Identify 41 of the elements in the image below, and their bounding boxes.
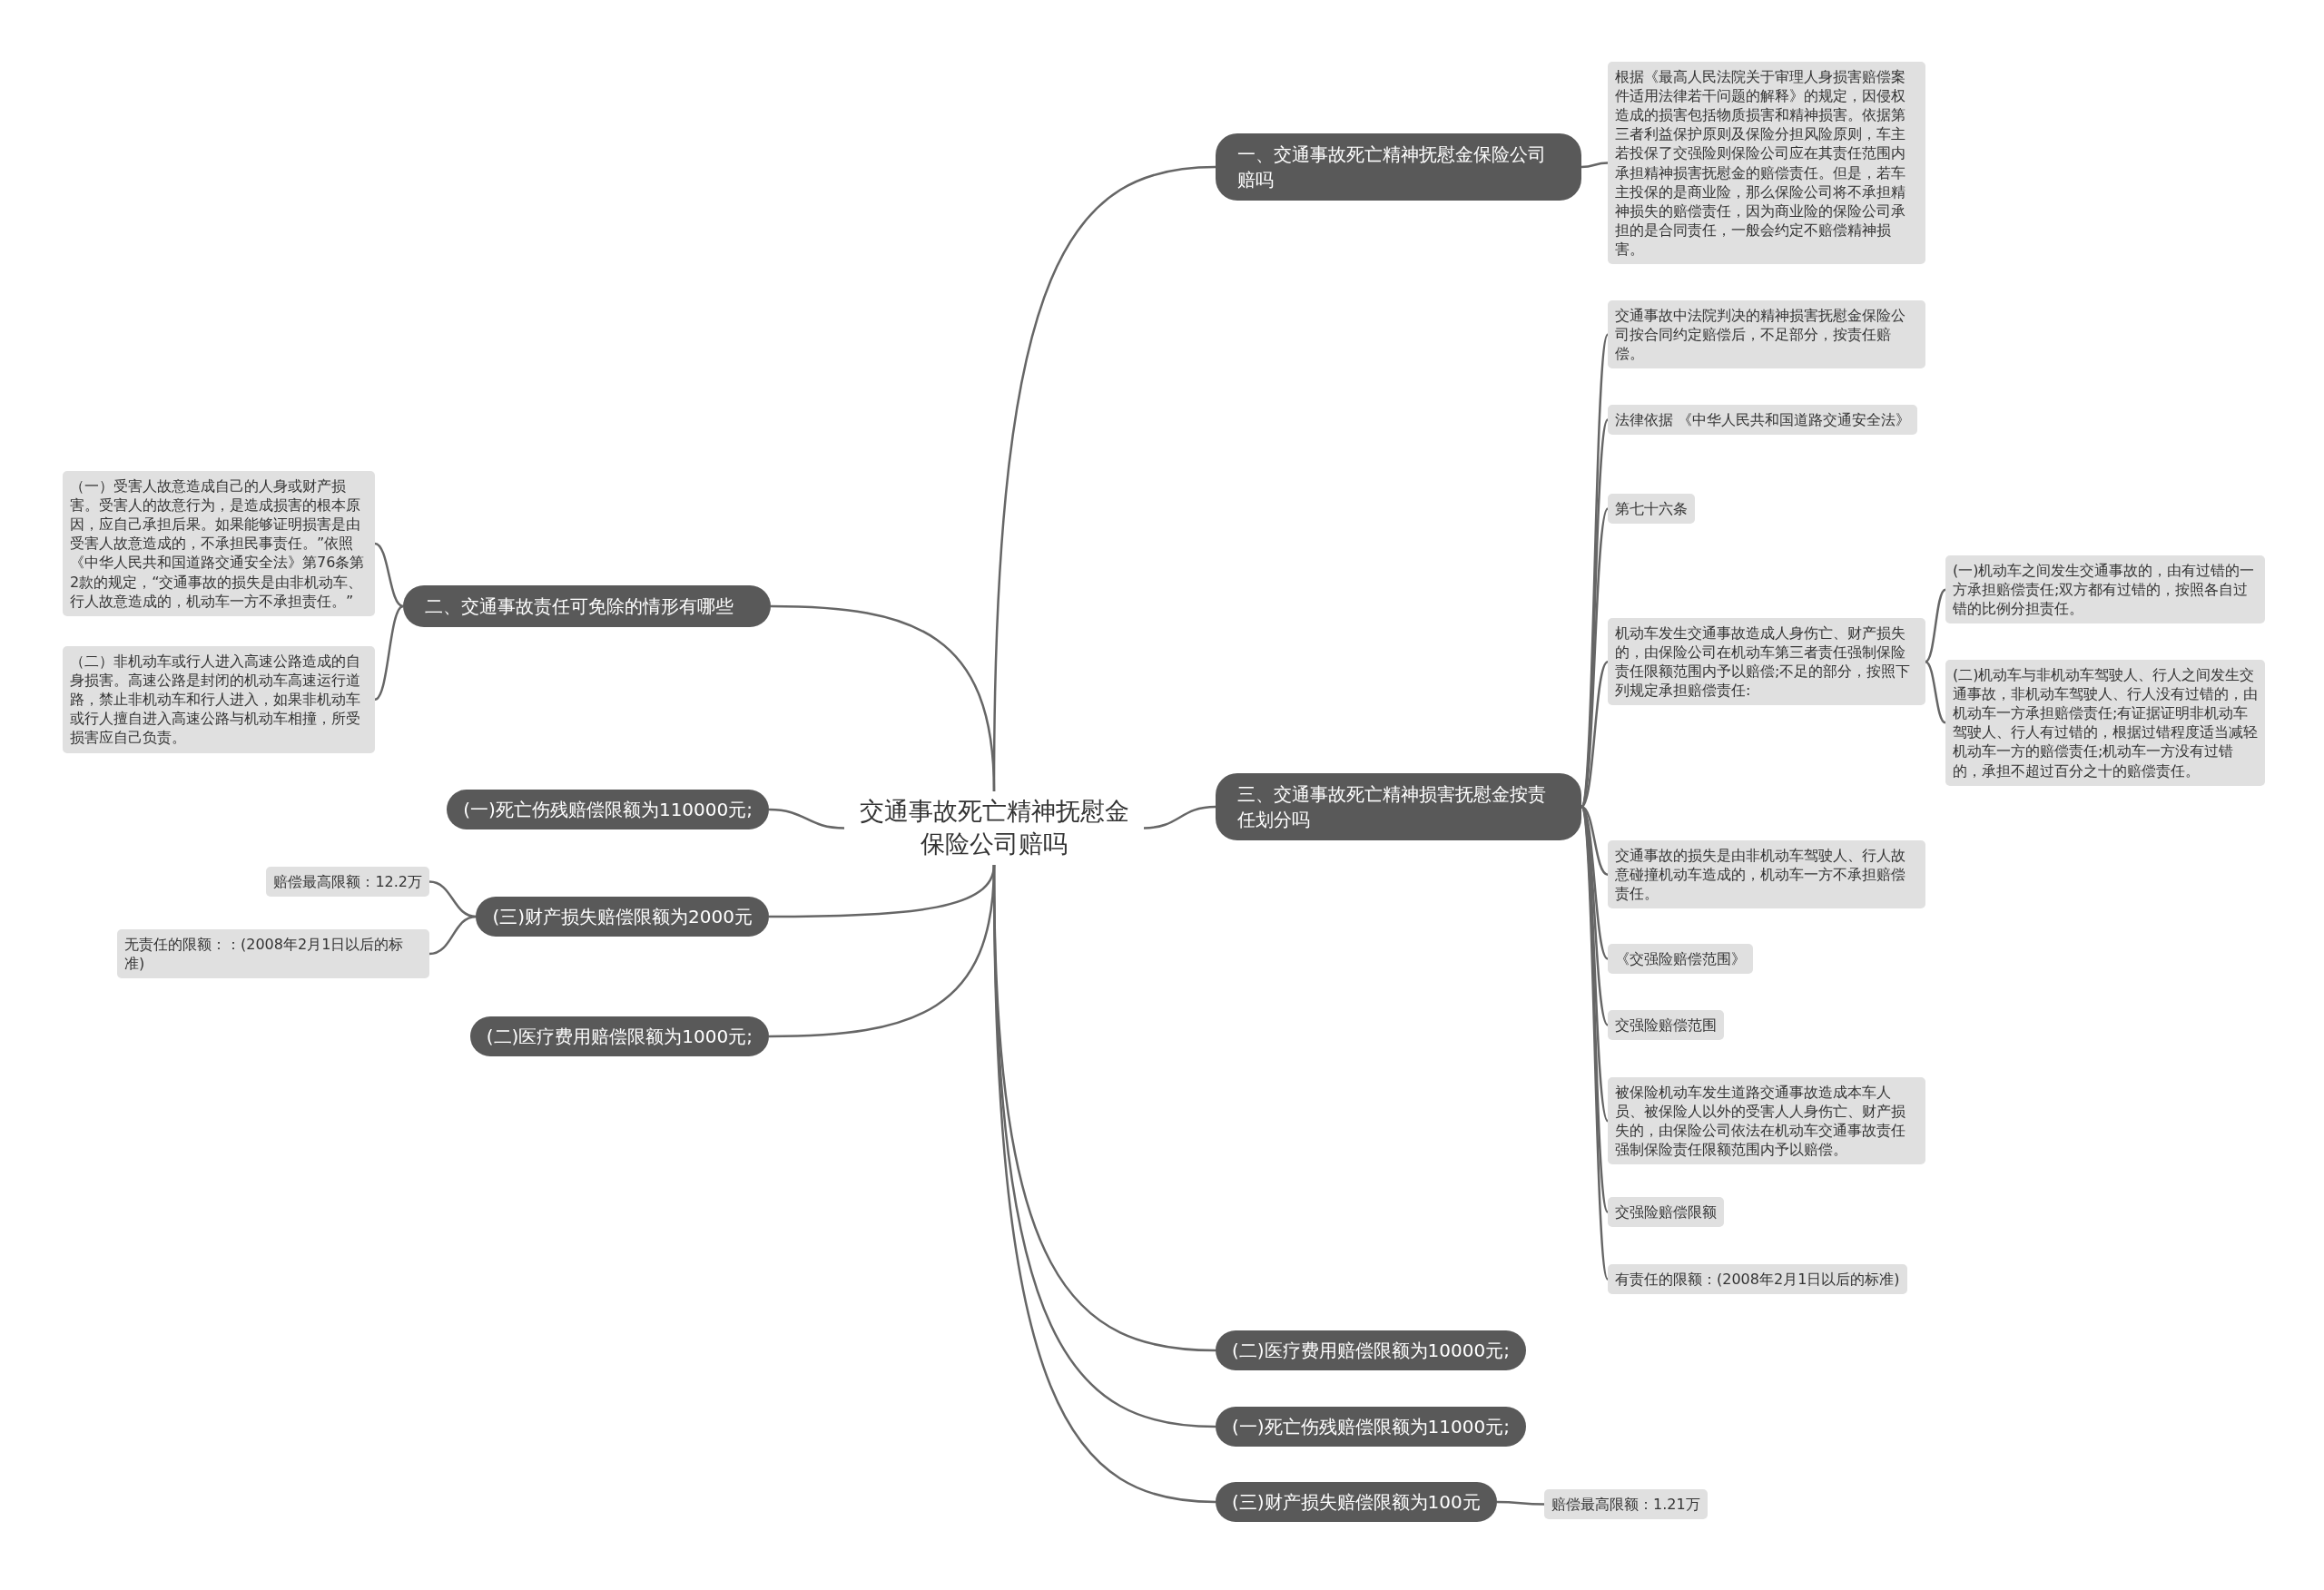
note-card: 无责任的限额：：(2008年2月1日以后的标准) [117,929,429,979]
note-card: 有责任的限额：(2008年2月1日以后的标准) [1608,1264,1907,1295]
note-card: 第七十六条 [1608,494,1695,525]
connector-line [1925,661,1946,724]
connector-line [1581,661,1609,808]
note-card: 赔偿最高限额：12.2万 [266,867,429,898]
connector-line [1925,588,1946,663]
note-card: 交通事故的损失是由非机动车驾驶人、行人故意碰撞机动车造成的，机动车一方不承担赔偿责任。 [1608,840,1925,909]
note-card: （一）受害人故意造成自己的人身或财产损害。受害人的故意行为，是造成损害的根本原因，应自己承担后果。如果能够证明损害是由受害人故意造成的，不承担民事责任。”依照《中华人民共和国道路交通安全法》第76条第2款的规定，“交通事故的损失是由非机动车、行人故意造成的，机动车一方不承担责任。” [63,471,375,616]
note-card: (二)机动车与非机动车驾驶人、行人之间发生交通事故，非机动车驾驶人、行人没有过错的，由机动车一方承担赔偿责任;有证据证明非机动车驾驶人、行人有过错的，根据过错程度适当减轻机动车一方的赔偿责任;机动车一方没有过错的，承担不超过百分之十的赔偿责任。 [1945,660,2265,786]
note-card: 《交强险赔偿范围》 [1608,944,1753,975]
connector-line [428,915,477,956]
note-card: 机动车发生交通事故造成人身伤亡、财产损失的，由保险公司在机动车第三者责任强制保险责任限额范围内予以赔偿;不足的部分，按照下列规定承担赔偿责任: [1608,618,1925,706]
topic-pill: 一、交通事故死亡精神抚慰金保险公司赔吗 [1216,133,1581,201]
central-topic: 交通事故死亡精神抚慰金保险公司赔吗 [844,791,1144,865]
note-card: 被保险机动车发生道路交通事故造成本车人员、被保险人以外的受害人人身伤亡、财产损失的，由保险公司依法在机动车交通事故责任强制保险责任限额范围内予以赔偿。 [1608,1077,1925,1165]
connector-line [1496,1500,1544,1506]
note-card: 交强险赔偿限额 [1608,1197,1724,1228]
note-card: 交通事故中法院判决的精神损害抚慰金保险公司按合同约定赔偿后，不足部分，按责任赔偿。 [1608,300,1925,369]
connector-line [374,604,404,701]
topic-pill: 二、交通事故责任可免除的情形有哪些 [403,585,771,627]
connector-line [1581,162,1609,169]
topic-pill: (二)医疗费用赔偿限额为1000元; [469,1016,769,1056]
connector-line [374,542,404,608]
connector-line [768,808,845,829]
note-card: （二）非机动车或行人进入高速公路造成的自身损害。高速公路是封闭的机动车高速运行道路，禁止非机动车和行人进入，如果非机动车或行人擅自进入高速公路与机动车相撞，所受损害应自己负责。 [63,646,375,753]
note-card: 法律依据 《中华人民共和国道路交通安全法》 [1608,405,1918,436]
connector-line [770,604,996,792]
topic-pill: (三)财产损失赔偿限额为100元 [1216,1482,1497,1522]
connector-line [1581,805,1609,876]
note-card: 交强险赔偿范围 [1608,1010,1724,1041]
topic-pill: (一)死亡伤残赔偿限额为11000元; [1216,1407,1526,1447]
note-card: 赔偿最高限额：1.21万 [1544,1489,1708,1520]
connector-line [428,880,477,918]
topic-pill: 三、交通事故死亡精神损害抚慰金按责任划分吗 [1216,773,1581,840]
topic-pill: (二)医疗费用赔偿限额为10000元; [1216,1330,1526,1370]
connector-line [1143,805,1216,829]
note-card: 根据《最高人民法院关于审理人身损害赔偿案件适用法律若干问题的解释》的规定，因侵权造成的损害包括物质损害和精神损害。依据第三者利益保护原则及保险分担风险原则，车主若投保了交强险则保险公司应在其责任范围内承担精神损害抚慰金的赔偿责任。但是，若车主投保的是商业险，那么保险公司将不承担精神损失的赔偿责任，因为商业险的保险公司承担的是合同责任，一般会约定不赔偿精神损害。 [1608,62,1925,265]
note-card: (一)机动车之间发生交通事故的，由有过错的一方承担赔偿责任;双方都有过错的，按照各自过错的比例分担责任。 [1945,555,2265,624]
topic-pill: (三)财产损失赔偿限额为2000元 [476,897,769,937]
topic-pill: (一)死亡伤残赔偿限额为110000元; [447,790,769,829]
